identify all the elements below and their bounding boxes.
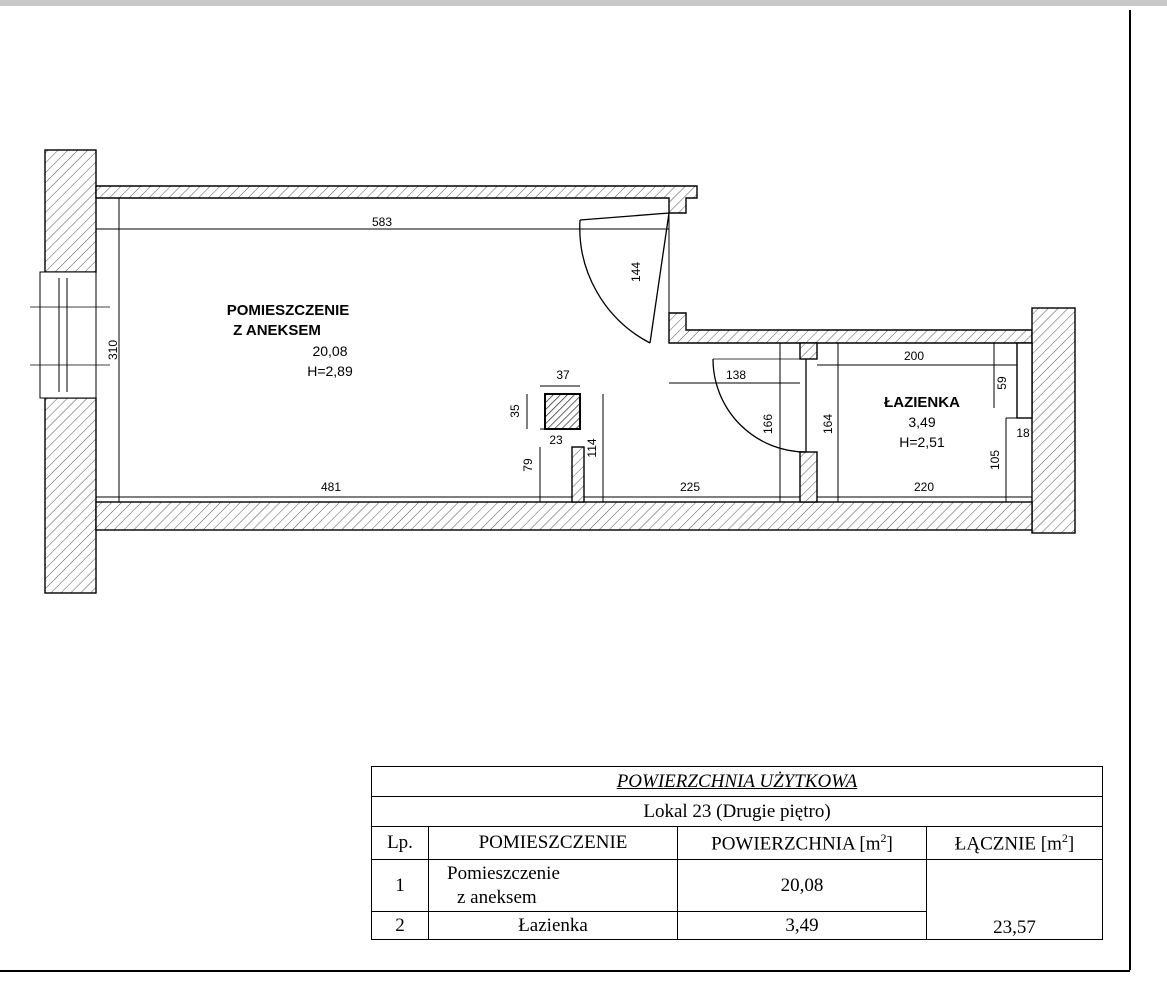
- door-bathroom: [712, 358, 807, 453]
- dim-door-bath: 166: [761, 414, 775, 434]
- walls: [44, 149, 1076, 594]
- dim-shaft-height: 35: [508, 404, 522, 418]
- dim-bottom-mid: 225: [680, 480, 700, 494]
- room-label-main: POMIESZCZENIE Z ANEKSEM 20,08 H=2,89: [227, 302, 353, 379]
- dim-bath-width-top: 200: [904, 349, 924, 363]
- dim-shaft-side: 114: [585, 438, 599, 457]
- row2-room: Łazienka: [428, 911, 678, 940]
- dim-shaft-low: 79: [521, 458, 535, 472]
- vent-shaft: [544, 393, 581, 430]
- room-main-area: 20,08: [312, 343, 347, 359]
- room-label-bathroom: ŁAZIENKA 3,49 H=2,51: [884, 394, 960, 450]
- dim-corridor: 138: [726, 368, 746, 382]
- row1-lp: 1: [371, 859, 429, 912]
- dim-shaft-width: 37: [556, 368, 570, 382]
- room-bath-height: H=2,51: [899, 434, 945, 450]
- room-main-name-1: POMIESZCZENIE: [227, 302, 350, 319]
- room-main-name-2: Z ANEKSEM: [233, 322, 321, 339]
- row1-area: 20,08: [677, 859, 927, 912]
- header-room: POMIESZCZENIE: [428, 826, 678, 860]
- table-header-row: Lp. POMIESZCZENIE POWIERZCHNIA [m2] ŁĄCZ…: [371, 826, 1103, 860]
- dim-bath-height: 164: [821, 414, 835, 434]
- area-table: POWIERZCHNIA UŻYTKOWA Lokal 23 (Drugie p…: [371, 766, 1103, 940]
- dim-door-right: 144: [629, 262, 643, 282]
- dim-bath-small: 59: [995, 376, 1009, 390]
- header-lp: Lp.: [371, 826, 429, 860]
- room-bath-area: 3,49: [908, 414, 935, 430]
- window: [30, 271, 110, 399]
- table-row: 2 Łazienka 3,49: [371, 911, 1103, 940]
- room-bath-name: ŁAZIENKA: [884, 394, 960, 411]
- row2-lp: 2: [371, 911, 429, 940]
- dim-bath-tiny: 18: [1016, 426, 1030, 440]
- table-title: POWIERZCHNIA UŻYTKOWA: [371, 766, 1103, 797]
- dim-bath-width-bottom: 220: [914, 480, 934, 494]
- dim-bath-side: 105: [988, 450, 1002, 470]
- dim-shaft-gap: 23: [549, 433, 563, 447]
- page-frame: [0, 0, 1167, 972]
- row2-area: 3,49: [677, 911, 927, 940]
- door-entrance: [579, 212, 670, 344]
- room-main-height: H=2,89: [307, 363, 353, 379]
- total-area: 23,57: [926, 859, 1103, 940]
- table-subtitle: Lokal 23 (Drugie piętro): [371, 796, 1103, 827]
- dim-bottom-left: 481: [321, 480, 341, 494]
- header-total: ŁĄCZNIE [m2]: [926, 826, 1103, 860]
- header-area: POWIERZCHNIA [m2]: [677, 826, 927, 860]
- dim-left-height: 310: [106, 340, 120, 360]
- dimension-lines: [96, 198, 1032, 502]
- dim-top-width: 583: [372, 215, 392, 229]
- dimension-labels: 583 310 144 37 35 23 79 114 481 225 138 …: [106, 215, 1030, 494]
